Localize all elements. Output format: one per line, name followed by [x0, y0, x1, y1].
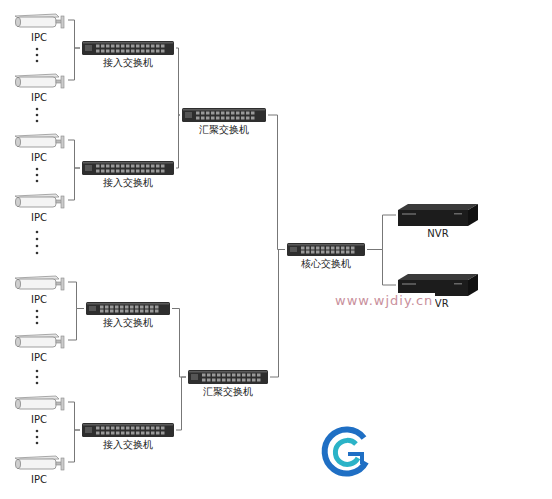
device-label: 接入交换机 [80, 177, 176, 189]
network-switch-icon [82, 423, 174, 437]
ip-camera: IPC [10, 272, 68, 306]
device-label: 核心交换机 [285, 258, 367, 270]
network-switch-icon [188, 370, 268, 384]
device-label: 接入交换机 [84, 317, 172, 329]
network-cable [68, 20, 80, 48]
ip-camera-icon [12, 130, 66, 150]
network-cable [68, 140, 80, 168]
ip-camera: IPC [10, 70, 68, 104]
device-label: 接入交换机 [80, 439, 176, 451]
network-switch: 接入交换机 [84, 302, 172, 329]
network-switch-icon [82, 41, 174, 55]
nvr-recorder-icon [398, 204, 478, 226]
device-label: IPC [10, 414, 68, 426]
ip-camera: IPC [10, 10, 68, 44]
ip-camera: IPC [10, 130, 68, 164]
network-switch: 汇聚交换机 [180, 108, 268, 136]
network-switch-icon [287, 243, 365, 256]
network-switch-icon [82, 161, 174, 175]
device-label: IPC [10, 152, 68, 164]
ip-camera-icon [12, 10, 66, 30]
ip-camera-icon [12, 272, 66, 292]
ip-camera-icon [12, 452, 66, 472]
ellipsis-dots [36, 48, 39, 445]
ip-camera-icon [12, 190, 66, 210]
device-label: NVR [396, 228, 480, 240]
device-label: 汇聚交换机 [186, 386, 270, 398]
watermark: www.wjdiy.cn [333, 293, 435, 308]
network-switch: 接入交换机 [80, 41, 176, 69]
network-cable [68, 309, 84, 341]
network-cable [172, 309, 186, 378]
ip-camera-icon [12, 70, 66, 90]
network-cable [68, 282, 84, 309]
network-cable [268, 115, 285, 250]
network-switch: 接入交换机 [80, 161, 176, 189]
logo [325, 430, 366, 474]
network-cable [68, 48, 80, 80]
network-cable [270, 250, 285, 378]
device-label: 汇聚交换机 [180, 124, 268, 136]
network-cable [176, 48, 180, 115]
device-label: 接入交换机 [80, 57, 176, 69]
device-label: IPC [10, 32, 68, 44]
device-label: IPC [10, 474, 68, 486]
network-cable [367, 215, 396, 250]
ip-camera-icon [12, 330, 66, 350]
device-label: IPC [10, 92, 68, 104]
ip-camera-icon [12, 392, 66, 412]
ip-camera: IPC [10, 392, 68, 426]
ip-camera: IPC [10, 190, 68, 224]
network-cable [68, 168, 80, 200]
network-cable [176, 115, 180, 168]
network-cable [68, 402, 80, 430]
network-switch-icon [182, 108, 266, 122]
network-cable [68, 430, 80, 462]
network-cable [176, 377, 186, 430]
device-label: IPC [10, 212, 68, 224]
network-switch: 汇聚交换机 [186, 370, 270, 398]
network-switch-icon [86, 302, 170, 315]
network-cable [367, 250, 396, 286]
nvr-recorder: NVR [396, 204, 480, 240]
ip-camera: IPC [10, 330, 68, 364]
network-switch: 接入交换机 [80, 423, 176, 451]
ip-camera: IPC [10, 452, 68, 486]
network-switch: 核心交换机 [285, 243, 367, 270]
device-label: IPC [10, 352, 68, 364]
device-label: IPC [10, 294, 68, 306]
